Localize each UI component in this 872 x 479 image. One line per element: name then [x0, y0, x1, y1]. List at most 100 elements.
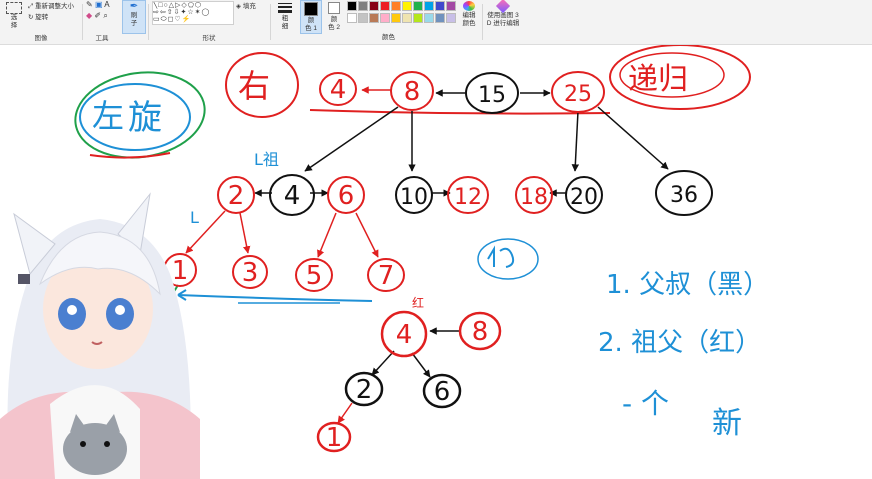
rule-2: 2. 祖父（红） — [598, 328, 761, 358]
tree-node: 4 — [269, 174, 315, 216]
node-circle — [217, 176, 255, 214]
node-circle — [344, 371, 384, 407]
palette-swatch[interactable] — [413, 1, 423, 11]
recursion-note: 递归 — [609, 45, 751, 110]
palette-swatch[interactable] — [347, 13, 357, 23]
palette-swatch[interactable] — [369, 13, 379, 23]
select-button[interactable]: 选 择 — [5, 2, 23, 29]
resize-icon: ⤢ — [28, 3, 34, 10]
palette-swatch[interactable] — [380, 1, 390, 11]
tree-node: 2 — [344, 371, 384, 407]
tree-node: 6 — [327, 176, 365, 214]
size-button[interactable]: 粗 细 — [274, 1, 296, 33]
image-group-label: 图像 — [34, 35, 48, 42]
node-label: 4 — [396, 320, 413, 350]
node-circle — [551, 71, 605, 113]
palette-swatch[interactable] — [435, 1, 445, 11]
palette-swatch[interactable] — [446, 13, 456, 23]
node-label: 4 — [284, 181, 301, 211]
cat-icon — [63, 423, 127, 475]
node-circle — [269, 174, 315, 216]
node-circle — [465, 72, 519, 114]
palette-swatch[interactable] — [380, 13, 390, 23]
red-mark: 红 — [412, 295, 424, 310]
palette-swatch[interactable] — [391, 13, 401, 23]
palette-swatch[interactable] — [446, 1, 456, 11]
palette-swatch[interactable] — [358, 13, 368, 23]
drawing-canvas[interactable]: 左 旋 右 递归 — [0, 45, 872, 479]
brush-icon: ✒ — [129, 1, 139, 12]
right-rotate-note: 右 — [225, 52, 299, 118]
paint3d-button[interactable]: 使用画图 3 D 进行编辑 — [484, 0, 522, 34]
left-label: 左 — [92, 97, 124, 135]
magnifier-icon[interactable]: ⌕ — [103, 11, 108, 20]
palette-swatch[interactable] — [435, 13, 445, 23]
tree-node: 36 — [655, 170, 713, 216]
color1-button[interactable]: 颜 色 1 — [300, 0, 322, 34]
color2-swatch — [328, 2, 340, 14]
tree-node: 18 — [515, 176, 553, 214]
tree-node: 8 — [390, 71, 434, 111]
node-circle — [319, 72, 357, 106]
node-label: 6 — [338, 181, 355, 211]
palette-swatch[interactable] — [424, 13, 434, 23]
brushes-button[interactable]: ✒ 刷 子 — [122, 0, 146, 34]
node-circle — [395, 176, 433, 214]
node-circle — [232, 255, 268, 289]
whiteboard-ink: 左 旋 右 递归 — [74, 45, 769, 453]
tree-node: 25 — [551, 71, 605, 113]
blue-l-mark: L — [190, 208, 199, 227]
cat-hairclip-icon — [18, 274, 30, 284]
color-picker-icon[interactable]: ✐ — [94, 11, 102, 20]
node-label: 2 — [228, 181, 245, 211]
node-circle — [367, 258, 405, 292]
node-label: 4 — [330, 75, 347, 105]
rotate-button[interactable]: ↻ 旋转 — [28, 14, 48, 22]
tree-edges — [171, 86, 669, 424]
node-label: 8 — [404, 77, 421, 107]
palette-swatch[interactable] — [424, 1, 434, 11]
text-icon[interactable]: A — [104, 0, 110, 9]
tree-node: 4 — [380, 310, 428, 358]
node-label: 15 — [478, 83, 506, 108]
case-b-note — [477, 238, 539, 280]
resize-button[interactable]: ⤢ 重新调整大小 — [28, 3, 74, 11]
brushes-label: 刷 子 — [130, 12, 138, 27]
streamer-avatar — [0, 192, 200, 479]
pencil-icon[interactable]: ✎ — [86, 0, 93, 9]
node-circle — [390, 71, 434, 111]
tree-node: 6 — [422, 373, 462, 409]
palette-swatch[interactable] — [402, 13, 412, 23]
fill-label: 填充 — [242, 3, 256, 10]
tools-group: ✎ ▣ A ◆ ✐ ⌕ 工具 — [84, 0, 120, 44]
node-label: 25 — [564, 82, 592, 107]
node-circle — [447, 176, 489, 214]
divider — [82, 4, 83, 40]
node-label: 36 — [670, 183, 698, 208]
palette-swatch[interactable] — [402, 1, 412, 11]
fill-option[interactable]: ◈ 填充 — [236, 3, 256, 11]
tree-node: 15 — [465, 72, 519, 114]
rotate-icon: ↻ — [28, 14, 34, 21]
left-rotate-char: 旋 — [128, 98, 162, 138]
edit-colors-button[interactable]: 编辑 颜色 — [458, 0, 480, 34]
palette-swatch[interactable] — [347, 1, 357, 11]
palette-swatch[interactable] — [358, 1, 368, 11]
color2-label: 颜 色 2 — [328, 16, 340, 31]
tree-node: 1 — [316, 421, 352, 453]
divider — [148, 4, 149, 40]
size-label: 粗 细 — [281, 15, 289, 30]
palette-swatch[interactable] — [391, 1, 401, 11]
fill-bucket-icon[interactable]: ▣ — [94, 0, 103, 9]
palette-swatch[interactable] — [369, 1, 379, 11]
node-label: 18 — [520, 185, 548, 210]
line-size-icon — [278, 3, 292, 13]
color2-button[interactable]: 颜 色 2 — [324, 0, 344, 34]
shapes-group-label: 形状 — [202, 35, 216, 42]
rotate-label: 旋转 — [35, 14, 49, 21]
shapes-group: ╲□○△▷◇⬠⬡⇨⇦⇧⇩✦☆✶◯▭⬭◻♡⚡ ◈ 填充 形状 — [150, 0, 268, 44]
shapes-gallery[interactable]: ╲□○△▷◇⬠⬡⇨⇦⇧⇩✦☆✶◯▭⬭◻♡⚡ — [152, 1, 234, 25]
node-circle — [327, 176, 365, 214]
eraser-icon[interactable]: ◆ — [86, 11, 93, 20]
palette-swatch[interactable] — [413, 13, 423, 23]
